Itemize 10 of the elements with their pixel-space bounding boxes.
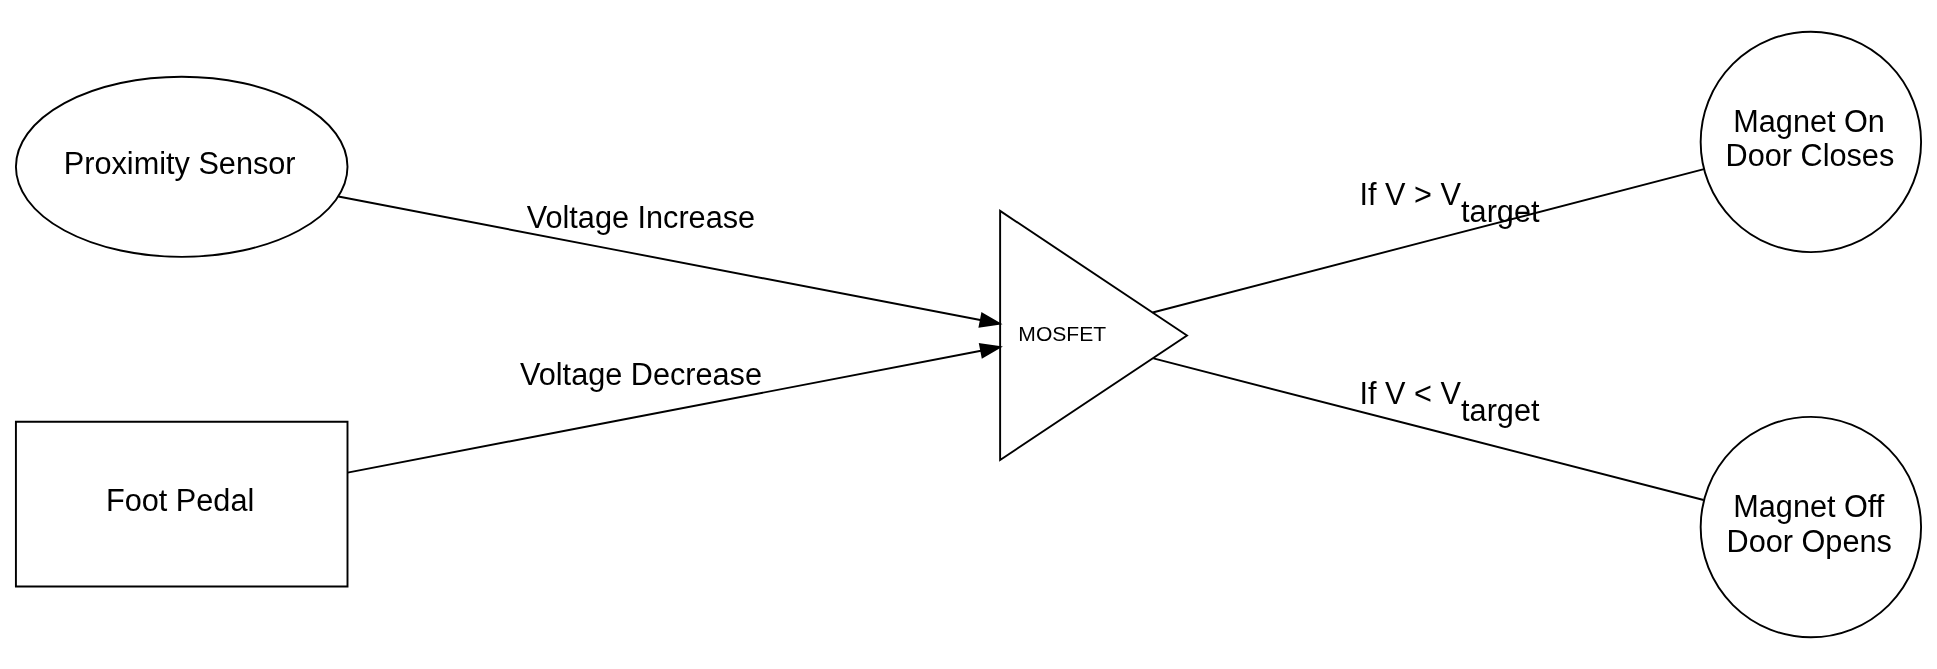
edge-label: Voltage Decrease [520, 356, 763, 391]
edge-label: Voltage Increase [526, 199, 756, 234]
node-ellipse: Proximity Sensor [14, 75, 349, 258]
node-box: Foot Pedal [14, 420, 349, 588]
connector [1151, 168, 1705, 314]
connector [1152, 357, 1705, 501]
arrow [337, 195, 1003, 328]
node-circle: Magnet Off Door Opens [1699, 415, 1923, 639]
node-circle: Magnet On Door Closes [1699, 30, 1923, 254]
arrow [346, 342, 1003, 474]
